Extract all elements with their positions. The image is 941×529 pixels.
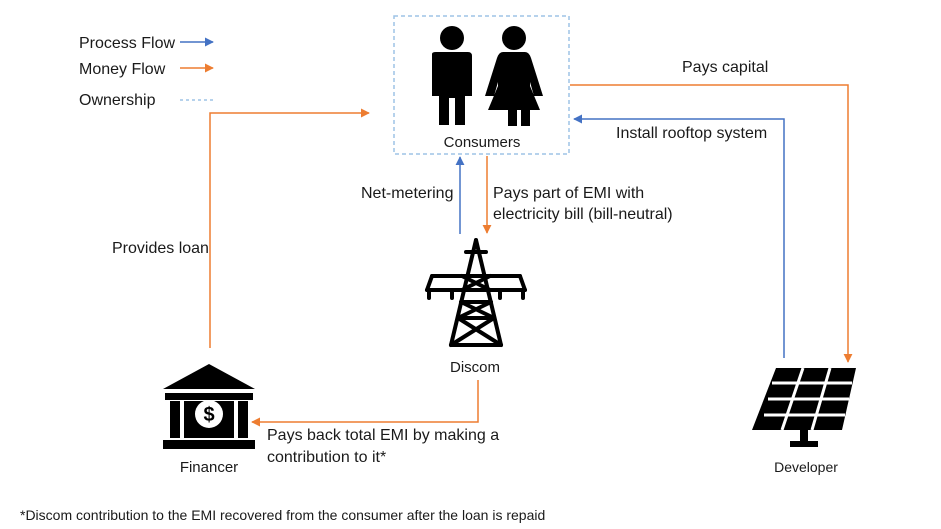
footnote: *Discom contribution to the EMI recovere… <box>20 507 545 523</box>
financer-label: Financer <box>180 459 238 476</box>
install-rooftop-label: Install rooftop system <box>616 125 767 142</box>
pays-back-emi-label-line2: contribution to it* <box>267 449 386 466</box>
people-icon <box>432 26 543 126</box>
transmission-tower-icon <box>425 238 527 347</box>
pays-capital-label: Pays capital <box>682 59 768 76</box>
provides-loan-arrow <box>209 108 370 348</box>
solar-panel-icon <box>752 367 856 447</box>
consumers-ownership-box <box>393 15 570 155</box>
legend-money-flow: Money Flow <box>79 61 166 78</box>
developer-label: Developer <box>774 459 838 475</box>
legend: Process Flow Money Flow Ownership <box>79 35 214 109</box>
pays-back-emi-label-line1: Pays back total EMI by making a <box>267 427 499 444</box>
legend-process-flow: Process Flow <box>79 35 175 52</box>
provides-loan-label: Provides loan <box>112 240 209 257</box>
pays-back-emi-arrow <box>251 380 479 427</box>
pays-part-emi-label-line1: Pays part of EMI with <box>493 185 644 202</box>
svg-text:$: $ <box>203 404 214 426</box>
net-metering-label: Net-metering <box>361 185 453 202</box>
install-rooftop-arrow <box>573 114 785 358</box>
pays-capital-arrow <box>570 84 853 363</box>
legend-ownership: Ownership <box>79 92 156 109</box>
bank-icon: $ <box>163 364 255 449</box>
pays-part-emi-label-line2: electricity bill (bill-neutral) <box>493 206 673 223</box>
consumers-label: Consumers <box>444 134 521 151</box>
discom-label: Discom <box>450 359 500 376</box>
